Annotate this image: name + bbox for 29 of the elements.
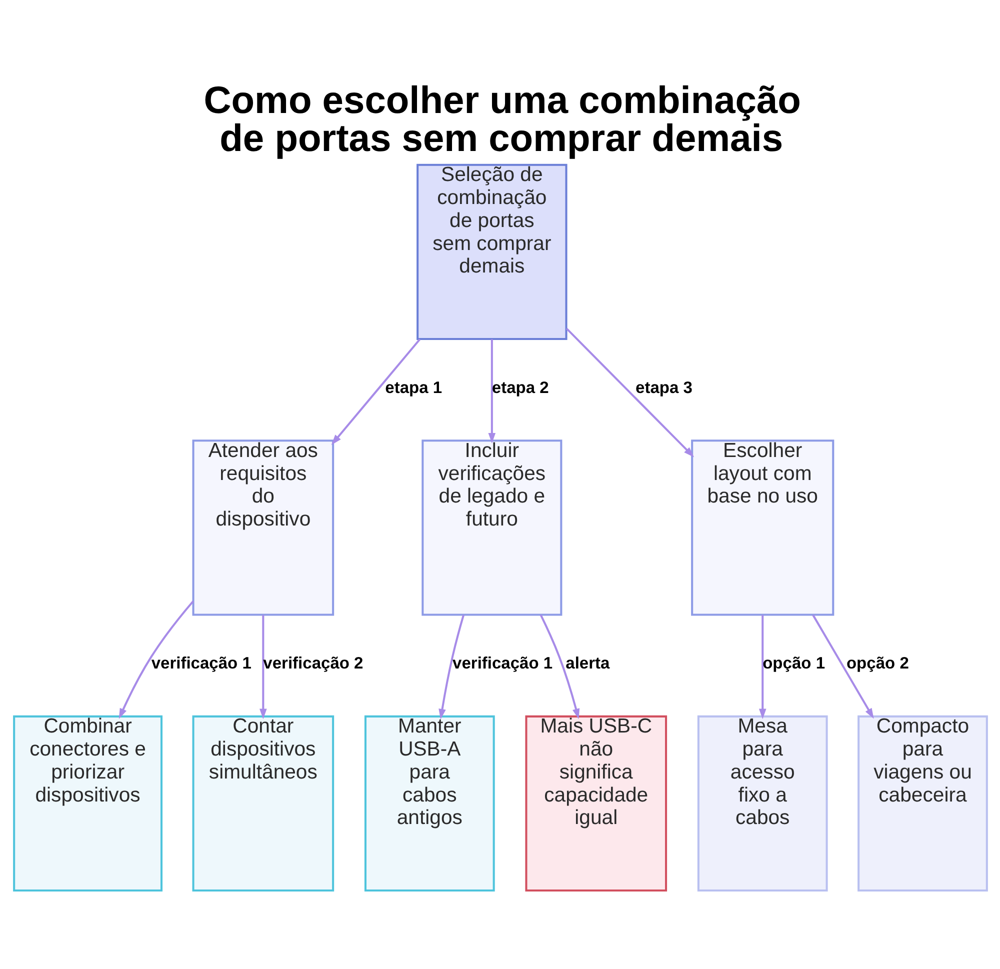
node-box: Mais USB-C não significa capacidade igual	[524, 715, 667, 892]
arrow	[438, 614, 464, 720]
edge-label: verificação 1	[452, 654, 552, 673]
edge-label: opção 2	[846, 654, 908, 673]
arrow	[812, 614, 874, 719]
arrow	[488, 339, 496, 444]
node-box: Mesa para acesso fixo a cabos	[696, 715, 828, 892]
node-box: Escolher layout com base no uso	[690, 440, 834, 616]
node-box: Contar dispositivos simultâneos	[192, 715, 334, 892]
arrow	[539, 614, 580, 720]
arrow	[758, 615, 766, 720]
edge-label: etapa 2	[491, 378, 548, 397]
node-box: Seleção de combinação de portas sem comprar demais	[416, 164, 567, 340]
edge-label: verificação 2	[262, 654, 363, 673]
edge-label: verificação 1	[150, 654, 251, 673]
diagram-title: Como escolher uma combinação de portas sem comprar demais	[203, 78, 800, 160]
arrow	[259, 615, 266, 720]
edge-label: alerta	[565, 654, 610, 673]
arrow	[565, 328, 694, 458]
node-box: Manter USB-A para cabos antigos	[364, 715, 494, 892]
edge-label: etapa 3	[635, 378, 692, 397]
node-box: Atender aos requisitos do dispositivo	[192, 440, 334, 616]
node-box: Compacto para viagens ou cabeceira	[857, 715, 988, 892]
arrow	[118, 600, 194, 719]
node-box: Incluir verificações de legado e futuro	[421, 440, 562, 616]
edge-label: etapa 1	[384, 378, 442, 397]
arrow	[330, 338, 420, 446]
edge-label: opção 1	[762, 654, 825, 673]
node-box: Combinar conectores e priorizar dispositivos	[12, 715, 162, 892]
